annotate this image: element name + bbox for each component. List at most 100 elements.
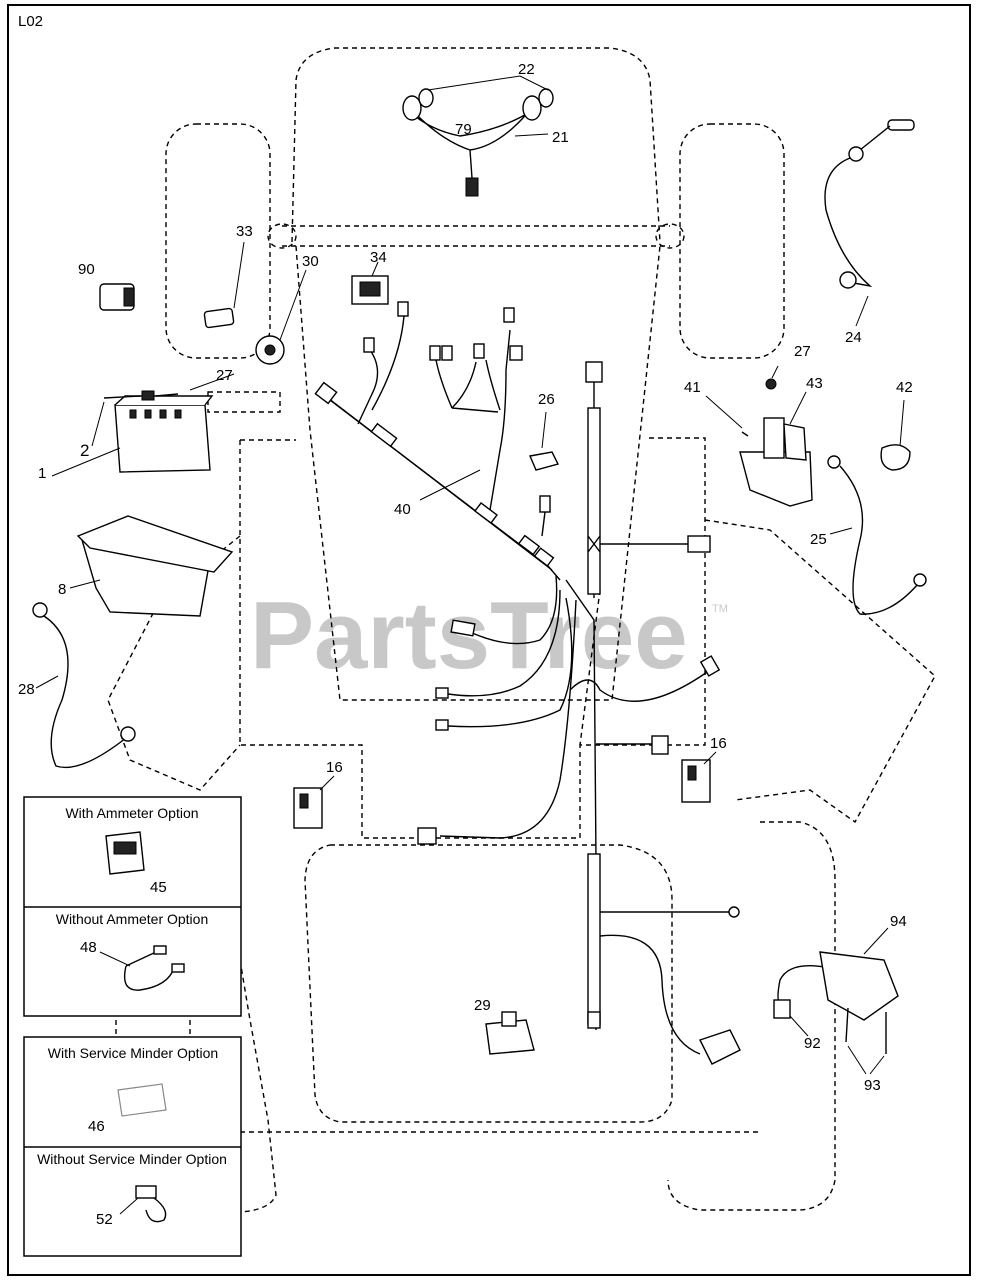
- with-service-minder-title: With Service Minder Option: [48, 1045, 218, 1061]
- fuse-harness: [585, 361, 740, 1055]
- cable-25-ring-top: [827, 455, 841, 469]
- callout-21: 21: [552, 129, 569, 146]
- wire-to-seat-conn: [439, 599, 577, 839]
- watermark-trademark: TM: [712, 603, 728, 615]
- callout-40: 40: [394, 501, 411, 518]
- harness-sleeve-2: [474, 502, 498, 524]
- branch-switch: [357, 315, 405, 425]
- harness-sleeve-3: [517, 534, 541, 556]
- lower-ring: [728, 906, 740, 918]
- leader-1: [51, 447, 121, 477]
- rear-wheel-right: [667, 821, 836, 1211]
- battery-cap-4: [174, 409, 182, 419]
- relay-16-right: [681, 759, 711, 803]
- tractor-outline: [107, 47, 936, 1213]
- fuse-junction-x: [587, 535, 601, 553]
- battery-cap-1: [129, 409, 137, 419]
- axle-end-left: [267, 223, 297, 249]
- conn-right: [699, 655, 721, 677]
- callout-41: 41: [684, 379, 701, 396]
- seat-pan-outline: [304, 844, 673, 1123]
- battery-bolts: [103, 393, 179, 399]
- cable-24: [824, 125, 891, 288]
- plug-92: [773, 999, 791, 1019]
- harness-trunk-2: [327, 397, 553, 571]
- front-wheel-right: [679, 123, 785, 359]
- callout-79: 79: [455, 121, 472, 138]
- leader-27-left: [189, 373, 235, 391]
- callout-52: 52: [96, 1211, 113, 1228]
- conn-e: [473, 343, 485, 359]
- deck-inner: [240, 439, 601, 746]
- callout-42: 42: [896, 379, 913, 396]
- wire-to-440b: [447, 597, 573, 728]
- harness-sleeve-1: [370, 422, 398, 448]
- callout-90: 90: [78, 261, 95, 278]
- solenoid-43-side: [783, 423, 807, 461]
- conn-b: [397, 301, 409, 317]
- relay-16-left-slot: [299, 793, 309, 809]
- fuse-top-plug: [585, 361, 603, 383]
- with-ammeter-title: With Ammeter Option: [65, 805, 198, 821]
- callout-24: 24: [845, 329, 862, 346]
- cable-24-ring-bottom: [839, 271, 857, 289]
- headlight-harness: [402, 75, 554, 197]
- conn-seat-plug: [417, 827, 437, 845]
- solenoid-43-body: [763, 417, 785, 459]
- callout-33: 33: [236, 223, 253, 240]
- callout-94: 94: [890, 913, 907, 930]
- axle-end-right: [655, 223, 685, 249]
- leader-92: [789, 1015, 809, 1037]
- lower-end-plug: [587, 1011, 601, 1029]
- nut-27: [765, 378, 777, 390]
- deck-outline: [239, 437, 706, 839]
- lower-branches: [599, 911, 730, 1055]
- callout-93: 93: [864, 1077, 881, 1094]
- fuse-clip-26: [529, 451, 560, 471]
- branch-front: [435, 329, 511, 511]
- cable-28: [43, 615, 127, 769]
- callout-8: 8: [58, 581, 66, 598]
- jumper-48: [123, 951, 175, 991]
- jumper-52-plug: [135, 1185, 157, 1199]
- leader-30: [279, 269, 307, 341]
- bulb-left: [418, 88, 434, 108]
- screw-41: [741, 431, 749, 437]
- leader-93: [847, 1045, 885, 1075]
- ground-cable-28: [32, 602, 136, 769]
- callout-2: 2: [80, 441, 89, 460]
- bulb-right: [538, 88, 554, 108]
- callout-28: 28: [18, 681, 35, 698]
- callout-34: 34: [370, 249, 387, 266]
- bolts-93: [845, 1007, 887, 1054]
- conn-f: [503, 307, 515, 323]
- box-connector-dashes: [115, 1020, 191, 1034]
- callout-26: 26: [538, 391, 555, 408]
- leader-25: [829, 527, 853, 535]
- conn-h: [539, 495, 551, 513]
- callout-43: 43: [806, 375, 823, 392]
- conn-16b: [651, 735, 669, 755]
- headlight-right: [522, 95, 542, 121]
- battery-cap-2: [144, 409, 152, 419]
- plug-lower-right: [699, 1029, 741, 1065]
- conn-d: [441, 345, 453, 361]
- leader-22: [427, 75, 549, 91]
- leader-2: [91, 401, 105, 447]
- leader-27-right: [771, 365, 779, 379]
- wire-to-460: [457, 575, 558, 645]
- without-service-minder-title: Without Service Minder Option: [37, 1151, 227, 1167]
- harness-end-connector: [314, 381, 338, 405]
- callout-48: 48: [80, 939, 97, 956]
- cable-28-ring-top: [32, 602, 48, 618]
- conn-440b: [435, 719, 449, 731]
- conn-h-wire: [541, 511, 546, 537]
- diagram-frame: [7, 4, 971, 1276]
- cable-28-ring-bottom: [120, 726, 136, 742]
- battery-tray-outline: [207, 391, 281, 413]
- relays: [293, 751, 717, 829]
- conn-c: [429, 345, 441, 361]
- callout-92: 92: [804, 1035, 821, 1052]
- conn-440a: [435, 687, 449, 699]
